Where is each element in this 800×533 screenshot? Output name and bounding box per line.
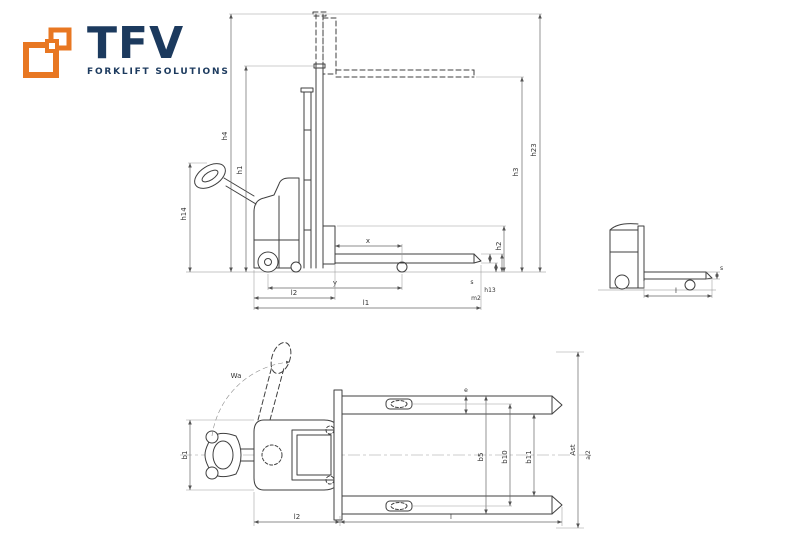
dim-label-l1: l1 xyxy=(363,299,369,307)
logo-icon xyxy=(23,27,72,78)
dim-label-b1: b1 xyxy=(181,451,189,460)
fork-small-dimensions: s h13 m2 xyxy=(470,253,504,302)
dim-label-m2: m2 xyxy=(471,295,481,302)
dim-label-plan-l2: l2 xyxy=(294,513,300,521)
plan-fork-upper xyxy=(341,395,563,415)
plan-dimensions: b1 e b5 b10 b11 Ast a xyxy=(181,351,592,529)
dim-label-detail-l: l xyxy=(675,287,677,295)
dim-label-h3: h3 xyxy=(512,168,520,177)
mast xyxy=(300,63,326,269)
fork-carriage xyxy=(322,225,336,265)
dim-label-x: x xyxy=(366,237,370,245)
dim-label-h13: h13 xyxy=(484,287,496,294)
plan-view: Wa xyxy=(180,342,592,529)
logo: TFV FORKLIFT SOLUTIONS xyxy=(20,18,230,84)
logo-brand: TFV xyxy=(87,18,185,69)
dim-label-Ast: Ast xyxy=(569,444,577,455)
dim-label-b11: b11 xyxy=(525,450,533,463)
plan-chassis xyxy=(253,419,341,491)
detail-view: l s xyxy=(598,223,723,298)
chassis-body xyxy=(253,177,300,269)
detail-load-wheel xyxy=(684,279,696,291)
dim-label-b5: b5 xyxy=(477,453,485,462)
dim-label-b10: b10 xyxy=(501,450,509,463)
dim-label-h23: h23 xyxy=(530,143,538,156)
dim-label-h14: h14 xyxy=(180,207,188,221)
tiller-swing-arc: Wa xyxy=(211,342,292,437)
dim-label-e: e xyxy=(464,387,468,394)
dim-label-l2: l2 xyxy=(291,289,297,297)
wheels xyxy=(257,251,408,273)
plan-carriage xyxy=(333,389,343,521)
dim-label-h2: h2 xyxy=(495,242,503,251)
side-dimensions: h4 h1 h14 h2 h3 h23 xyxy=(180,13,542,272)
dim-label-s: s xyxy=(470,279,473,286)
mast-raised-dashed xyxy=(312,11,475,78)
dim-label-h1: h1 xyxy=(236,166,244,175)
dim-label-detail-s: s xyxy=(720,265,723,272)
forks xyxy=(334,253,482,264)
plan-fork-lower xyxy=(341,495,563,515)
plan-tiller xyxy=(204,430,255,480)
detail-mast xyxy=(637,225,645,289)
dim-label-plan-l: l xyxy=(450,513,452,521)
detail-drive-wheel xyxy=(614,274,630,290)
dim-label-Wa: Wa xyxy=(231,372,242,380)
side-dimensions-horizontal: x y l2 l1 xyxy=(253,237,482,310)
detail-dimensions: l s xyxy=(643,265,723,298)
dim-label-a2: a/2 xyxy=(585,450,592,460)
dim-label-h4: h4 xyxy=(221,131,229,140)
logo-tagline: FORKLIFT SOLUTIONS xyxy=(87,67,230,78)
side-view: h4 h1 h14 h2 h3 h23 xyxy=(180,11,546,310)
